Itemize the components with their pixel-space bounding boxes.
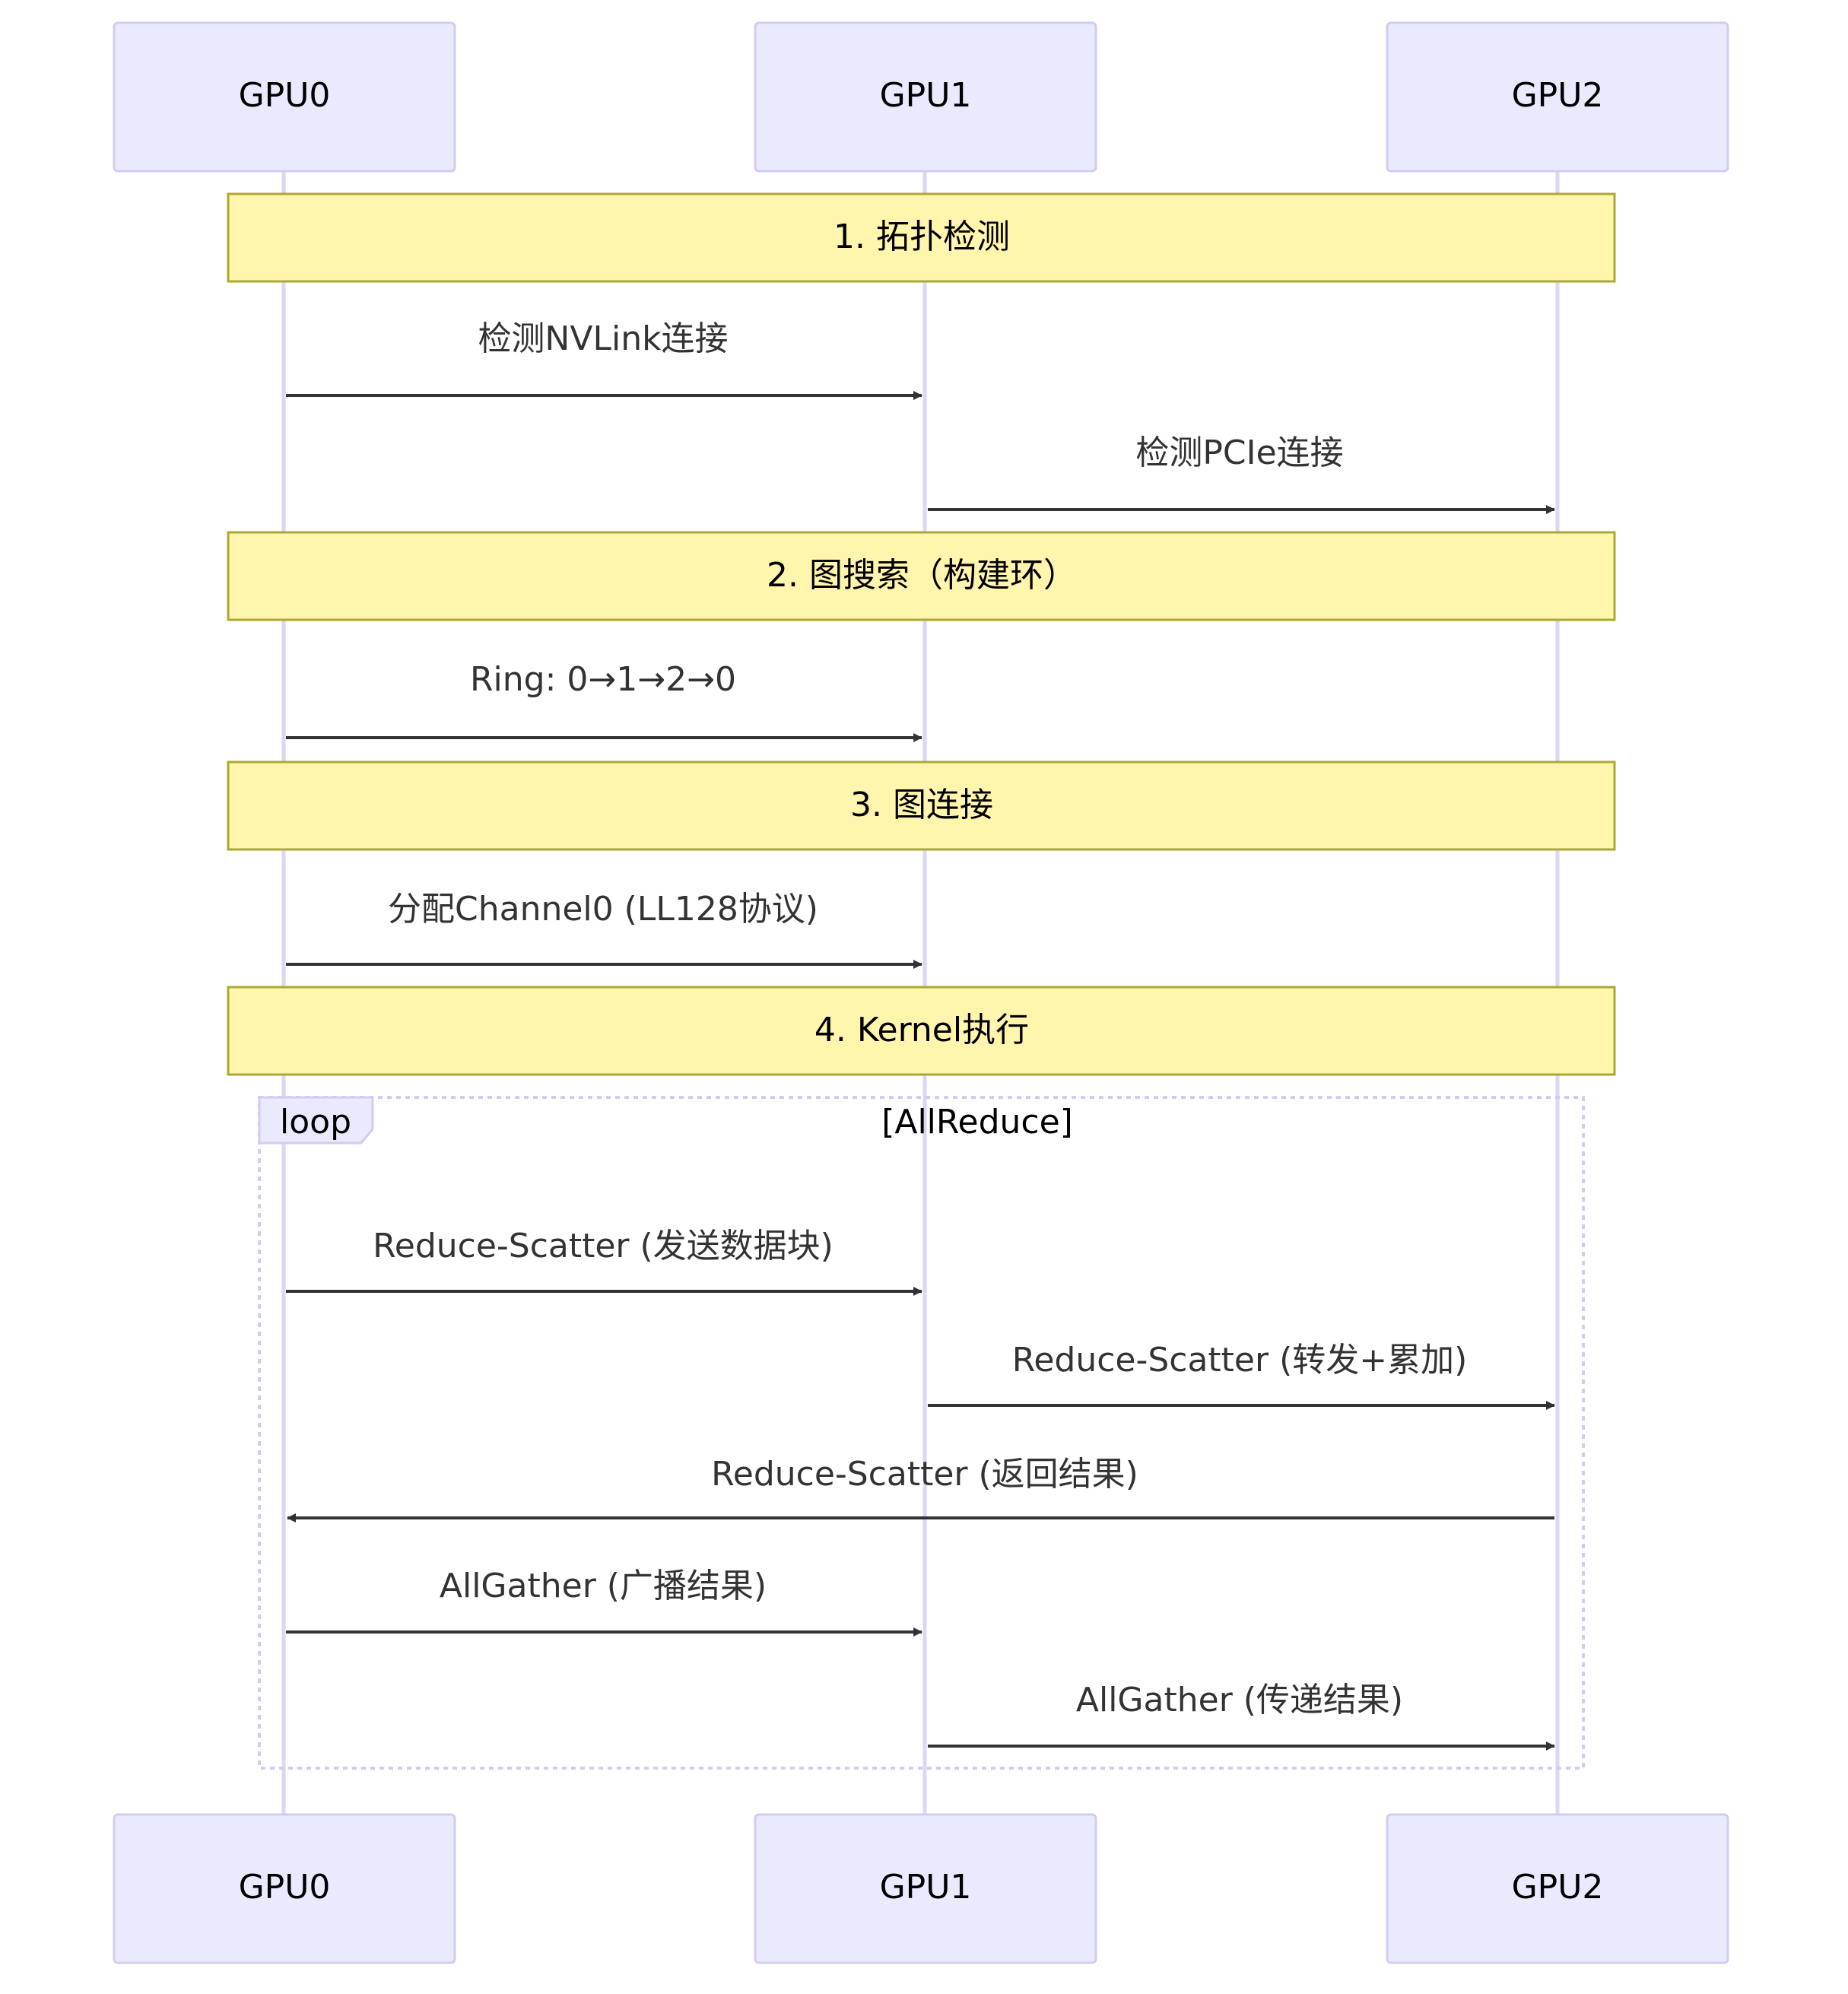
note-label: 1. 拓扑检测 [834, 217, 1010, 256]
message-label: AllGather (传递结果) [1076, 1681, 1403, 1719]
message-label: AllGather (广播结果) [440, 1567, 767, 1605]
actor-label: GPU0 [239, 1868, 331, 1907]
loop-frame: loop [AllReduce] [258, 1096, 1585, 1770]
message-label: Reduce-Scatter (发送数据块) [373, 1227, 834, 1265]
actor-label: GPU0 [239, 76, 331, 115]
note-label: 3. 图连接 [850, 786, 993, 824]
note-label: 2. 图搜索（构建环） [767, 556, 1077, 595]
actor-gpu1-bottom: GPU1 [754, 1813, 1097, 1964]
note-1: 1. 拓扑检测 [227, 192, 1616, 283]
message-label: 检测PCIe连接 [1135, 433, 1343, 472]
note-label: 4. Kernel执行 [814, 1011, 1029, 1049]
actor-label: GPU1 [880, 1868, 972, 1907]
message-label: Reduce-Scatter (返回结果) [711, 1455, 1138, 1494]
loop-condition: [AllReduce] [881, 1103, 1073, 1141]
actor-gpu2-bottom: GPU2 [1386, 1813, 1729, 1964]
actor-gpu0-bottom: GPU0 [113, 1813, 456, 1964]
message-label: 检测NVLink连接 [478, 319, 728, 358]
actor-label: GPU2 [1512, 1868, 1604, 1907]
note-3: 3. 图连接 [227, 760, 1616, 851]
actor-gpu1-top: GPU1 [754, 21, 1097, 173]
actor-label: GPU1 [880, 76, 972, 115]
actor-gpu0-top: GPU0 [113, 21, 456, 173]
message-label: 分配Channel0 (LL128协议) [388, 890, 818, 929]
message-label: Reduce-Scatter (转发+累加) [1012, 1341, 1468, 1380]
message-label: Ring: 0→1→2→0 [470, 660, 736, 699]
actor-label: GPU2 [1512, 76, 1604, 115]
actor-gpu2-top: GPU2 [1386, 21, 1729, 173]
loop-keyword: loop [280, 1103, 351, 1141]
note-2: 2. 图搜索（构建环） [227, 531, 1616, 621]
note-4: 4. Kernel执行 [227, 986, 1616, 1076]
